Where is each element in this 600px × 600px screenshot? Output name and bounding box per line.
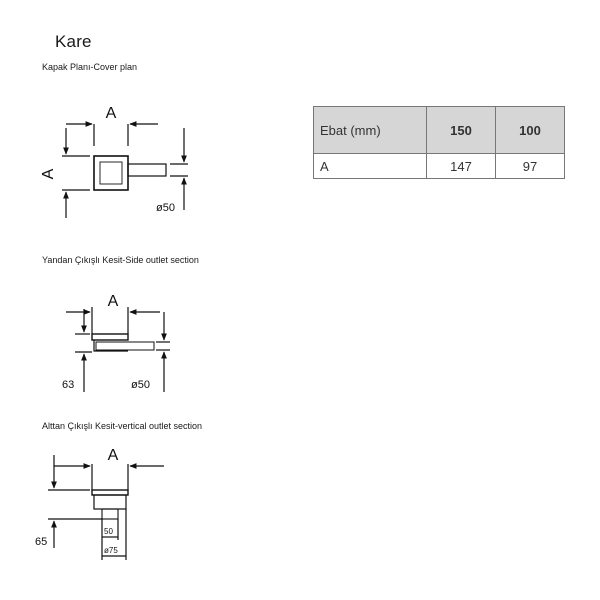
vertical-inner-label: 50 bbox=[104, 527, 113, 536]
vertical-outer-label: ø75 bbox=[104, 546, 118, 555]
size-header-150: 150 bbox=[426, 106, 496, 154]
row-label: A bbox=[313, 153, 427, 179]
plan-outlet-label: ø50 bbox=[156, 202, 175, 214]
side-outlet-drawing bbox=[66, 307, 170, 392]
product-title: Kare bbox=[55, 32, 92, 51]
row-value-100: 97 bbox=[495, 153, 565, 179]
size-table: Ebat (mm) 150 100 A 147 97 bbox=[313, 106, 565, 179]
cover-plan-drawing bbox=[62, 121, 188, 218]
side-height-label: 63 bbox=[62, 379, 74, 391]
vertical-height-label: 65 bbox=[35, 536, 47, 548]
plan-width-label: A bbox=[106, 105, 117, 122]
size-header-label: Ebat (mm) bbox=[313, 106, 427, 154]
plan-height-label: A bbox=[40, 168, 57, 179]
side-outlet-caption: Yandan Çıkışlı Kesit-Side outlet section bbox=[42, 255, 199, 265]
size-header-100: 100 bbox=[495, 106, 565, 154]
vertical-outlet-drawing bbox=[48, 455, 164, 560]
table-row: A 147 97 bbox=[313, 153, 565, 179]
size-table-header: Ebat (mm) 150 100 bbox=[313, 106, 565, 154]
vertical-outlet-caption: Alttan Çıkışlı Kesit-vertical outlet sec… bbox=[42, 421, 203, 431]
side-outlet-label: ø50 bbox=[131, 379, 150, 391]
vertical-width-label: A bbox=[108, 447, 119, 464]
cover-plan-caption: Kapak Planı-Cover plan bbox=[42, 62, 138, 72]
row-value-150: 147 bbox=[426, 153, 496, 179]
side-width-label: A bbox=[108, 293, 119, 310]
